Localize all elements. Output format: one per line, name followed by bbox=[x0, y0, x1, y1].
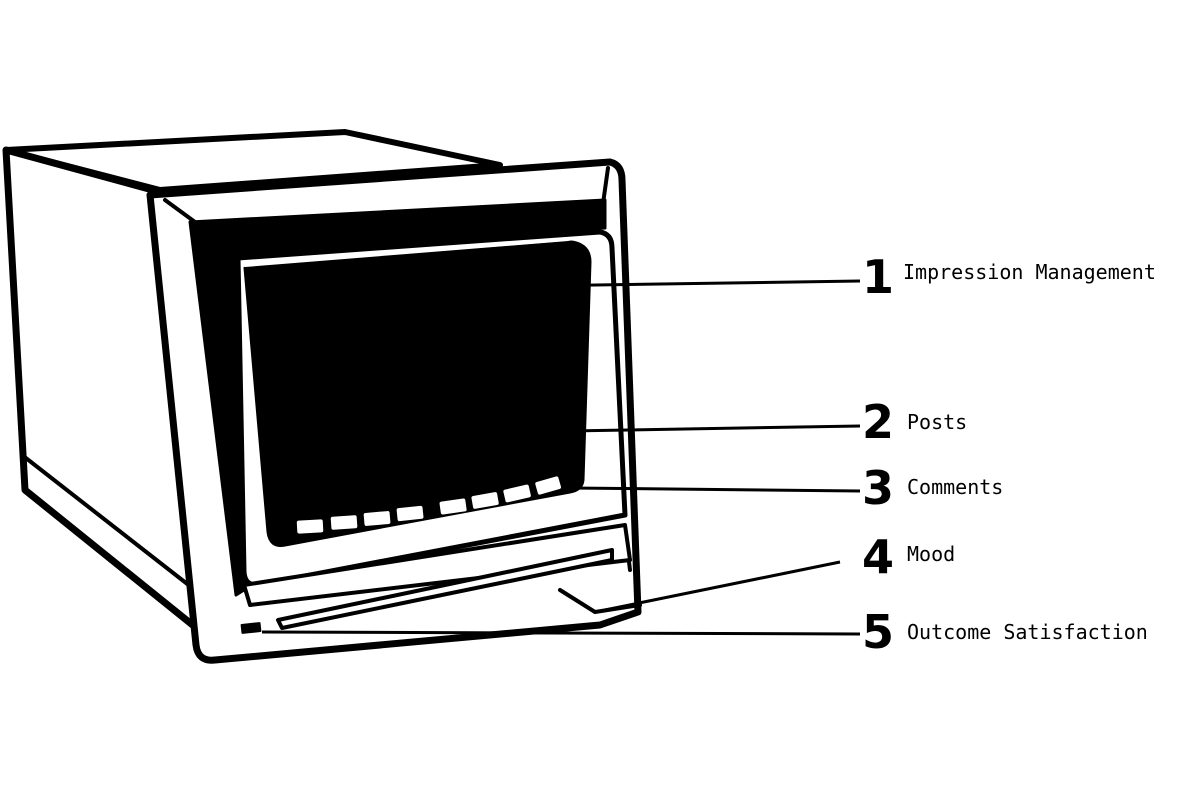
callout-number: 4 bbox=[862, 530, 894, 584]
side-base-ridge bbox=[20, 453, 197, 592]
bezel-chin bbox=[242, 523, 632, 607]
callout-4: 4 Mood bbox=[862, 530, 955, 584]
callout-1: 1 Impression Management bbox=[862, 250, 1156, 304]
leader-line-2 bbox=[448, 424, 861, 500]
crt-monitor-icon bbox=[2, 129, 642, 664]
callout-2: 2 Posts bbox=[862, 395, 967, 449]
leader-line-5 bbox=[261, 630, 861, 636]
screen-key-strip bbox=[296, 476, 561, 534]
callout-3: 3 Comments bbox=[862, 461, 1003, 515]
callout-label: Outcome Satisfaction bbox=[907, 620, 1148, 644]
leader-line-3 bbox=[569, 486, 861, 493]
callout-number: 5 bbox=[862, 605, 894, 659]
callout-label: Impression Management bbox=[903, 260, 1156, 284]
front-slot bbox=[276, 548, 614, 630]
callout-number: 3 bbox=[862, 461, 894, 515]
leader-lines bbox=[261, 279, 861, 636]
callout-label: Mood bbox=[907, 542, 955, 566]
inner-frame-shadow bbox=[188, 198, 607, 597]
screen-highlight bbox=[244, 239, 569, 267]
leader-line-1 bbox=[464, 279, 861, 289]
callout-number: 1 bbox=[862, 250, 894, 304]
callout-label: Comments bbox=[907, 475, 1003, 499]
leader-line-4 bbox=[594, 560, 841, 614]
callout-number: 2 bbox=[862, 395, 894, 449]
callout-label: Posts bbox=[907, 410, 967, 434]
power-indicator bbox=[240, 622, 262, 634]
callout-5: 5 Outcome Satisfaction bbox=[862, 605, 1148, 659]
